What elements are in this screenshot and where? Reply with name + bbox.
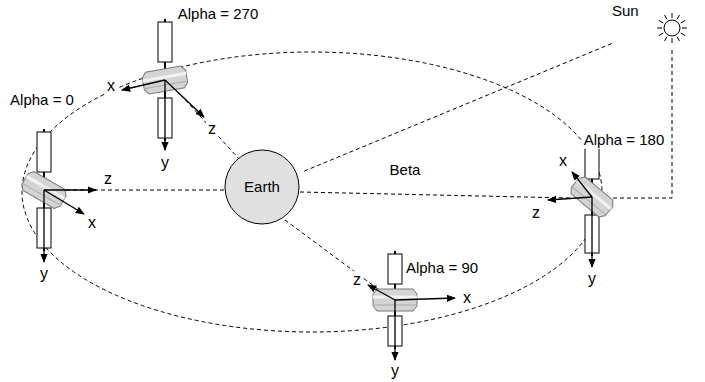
orbit-ellipse: [22, 52, 602, 332]
angle-label: Alpha = 270: [176, 6, 261, 23]
angle-label: Alpha = 90: [404, 260, 480, 277]
satellite: [19, 129, 96, 262]
axis-label: z: [206, 120, 218, 138]
axis-label: z: [102, 170, 114, 188]
axis-label: x: [557, 152, 569, 170]
satellite: [548, 138, 616, 267]
sun-line: [304, 43, 612, 171]
axis-label: z: [351, 271, 363, 289]
axis-label: x: [461, 289, 473, 307]
axis-label: y: [159, 154, 171, 172]
node-label: Earth: [224, 178, 300, 195]
sun-symbol: Sun: [612, 2, 696, 50]
angle-label: Alpha = 0: [8, 92, 76, 109]
axis-label: y: [586, 270, 598, 288]
node-label: Sun: [612, 2, 639, 19]
satellite: [122, 19, 204, 150]
angle-label: Alpha = 180: [582, 132, 667, 149]
angle-label: Beta: [388, 162, 423, 179]
dashed-line: [180, 94, 240, 160]
axis-label: y: [389, 362, 401, 380]
dashed-line: [606, 50, 672, 198]
axis-label: x: [105, 77, 117, 95]
dashed-line: [300, 192, 570, 198]
earth-circle: Earth: [224, 149, 308, 225]
dashed-line: [285, 220, 382, 292]
axis-label: x: [86, 214, 98, 232]
axis-label: y: [38, 265, 50, 283]
axis-label: z: [530, 204, 542, 222]
